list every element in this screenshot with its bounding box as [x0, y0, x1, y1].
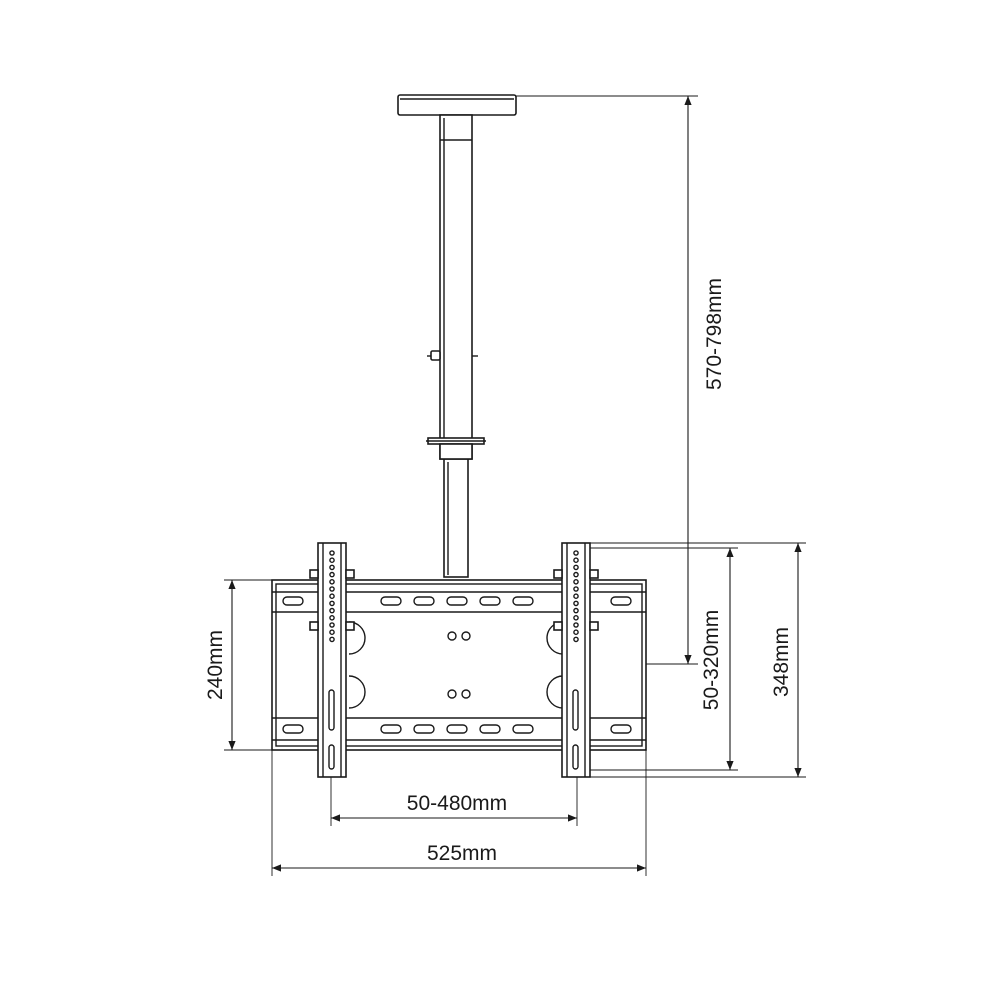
adjustment-hole: [573, 607, 579, 614]
dimension-total-width: 525mm: [271, 750, 647, 876]
ceiling-plate: [397, 94, 517, 116]
adjustment-hole: [573, 586, 579, 592]
adjustment-hole: [573, 571, 579, 578]
adjustment-hole: [573, 550, 579, 556]
dimension-total-height: 348mm: [590, 542, 806, 778]
adjustment-hole: [329, 607, 335, 614]
adjustment-hole: [329, 600, 335, 607]
dimension-horizontal-pitch: 50-480mm: [330, 777, 578, 826]
dimension-label-vertical-pitch: 50-320mm: [700, 610, 723, 710]
adjustment-hole: [329, 586, 335, 592]
dimension-label-total-width: 525mm: [427, 842, 497, 865]
adjustment-hole: [573, 564, 579, 571]
center-mounting-holes: [447, 631, 471, 699]
adjustment-hole: [329, 557, 335, 564]
adjustment-hole: [573, 579, 579, 585]
dimension-label-bracket-height: 240mm: [204, 630, 227, 700]
height-lock-knob: [427, 350, 478, 361]
adjustment-hole: [329, 593, 335, 600]
adjustment-hole: [573, 557, 579, 564]
left-vertical-arm: [309, 542, 355, 778]
dimension-label-total-height: 348mm: [770, 627, 793, 697]
dimension-label-drop-height: 570-798mm: [703, 278, 726, 390]
dimension-vertical-pitch: 50-320mm: [590, 547, 738, 771]
adjustment-hole: [329, 636, 335, 643]
adjustment-hole: [329, 615, 335, 621]
adjustment-hole: [573, 615, 579, 621]
adjustment-hole: [573, 629, 579, 636]
dimension-bracket-height: 240mm: [204, 579, 318, 751]
adjustment-hole: [329, 550, 335, 556]
upper-rail-slots: [282, 596, 632, 606]
telescopic-pole: [439, 114, 473, 578]
pole-clamp-collar: [426, 437, 486, 460]
adjustment-hole: [573, 600, 579, 607]
adjustment-hole: [573, 636, 579, 643]
right-arm-adjustment-holes: [573, 550, 579, 643]
adjustment-hole: [329, 571, 335, 578]
dimension-label-horizontal-pitch: 50-480mm: [407, 792, 507, 815]
lower-rail-slots: [282, 724, 632, 734]
adjustment-hole: [573, 593, 579, 600]
dimension-drop-height: 570-798mm: [516, 95, 726, 665]
adjustment-hole: [573, 622, 579, 628]
adjustment-hole: [329, 579, 335, 585]
adjustment-hole: [329, 622, 335, 628]
adjustment-hole: [329, 629, 335, 636]
left-arm-adjustment-holes: [329, 550, 335, 643]
right-vertical-arm: [553, 542, 599, 778]
adjustment-hole: [329, 564, 335, 571]
